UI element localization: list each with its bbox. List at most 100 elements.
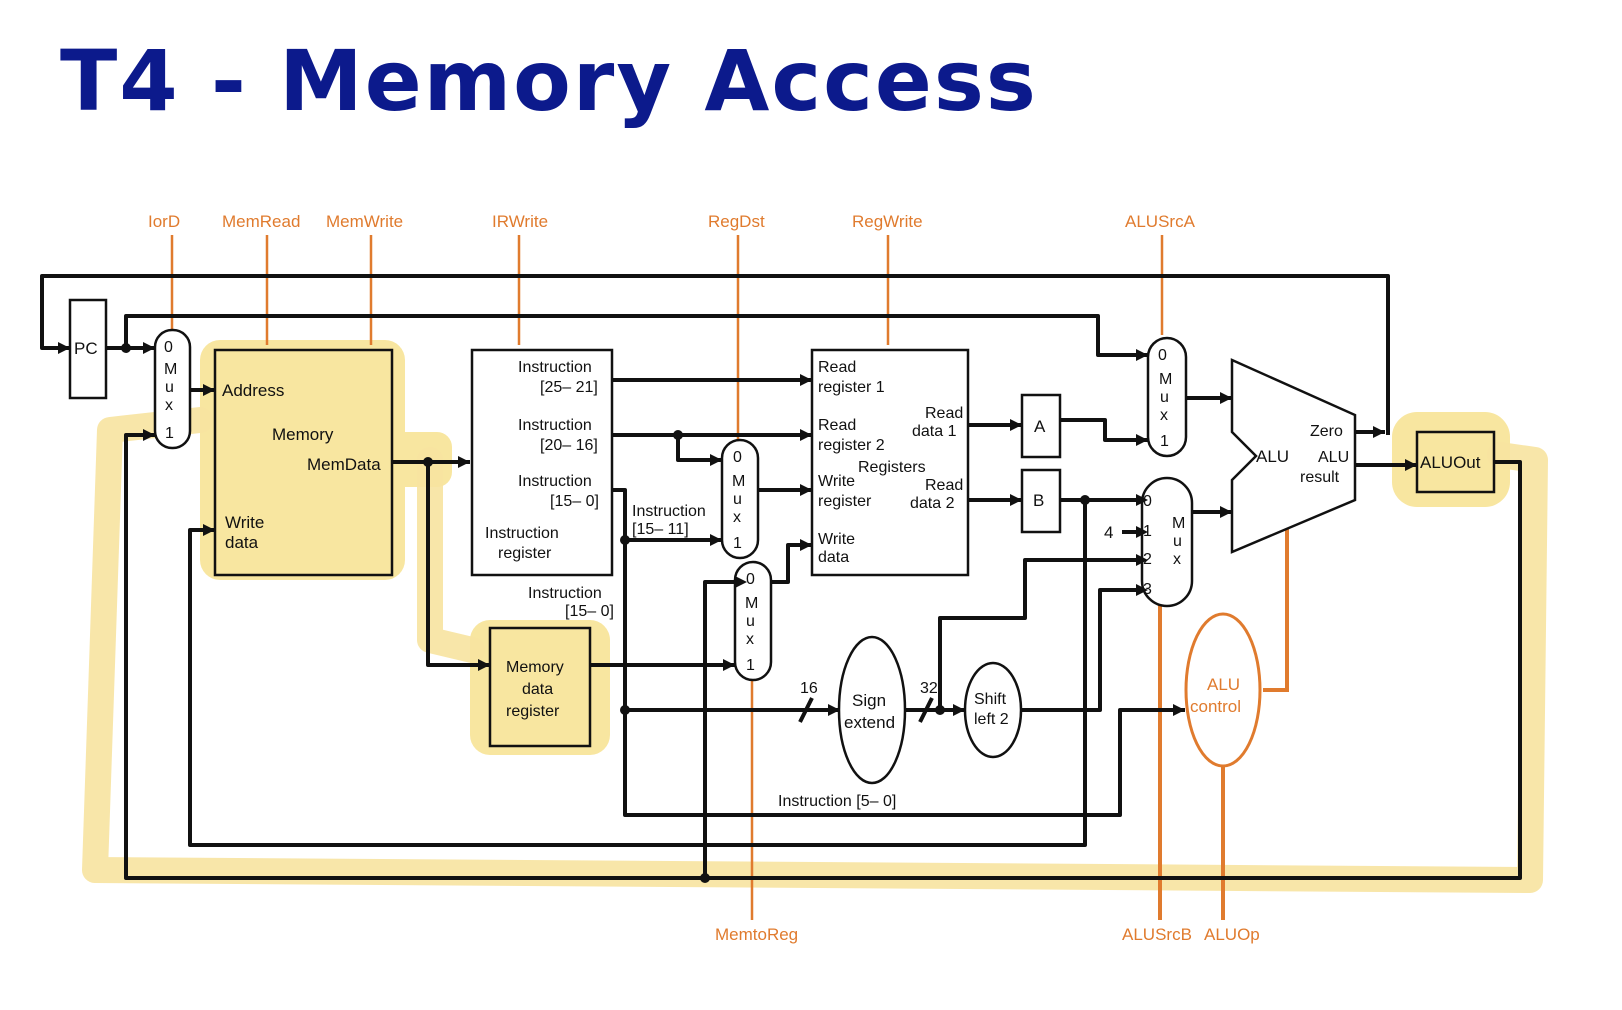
alusrca-label: ALUSrcA xyxy=(1125,212,1196,231)
ir-out2-l1: Instruction xyxy=(518,417,592,434)
irwrite-label: IRWrite xyxy=(492,212,548,231)
rf-rd1-l2: data 1 xyxy=(912,423,957,440)
alusrcb-mux xyxy=(1140,476,1194,608)
memtoreg-label: MemtoReg xyxy=(715,925,798,944)
aluout-label: ALUOut xyxy=(1420,453,1481,472)
regdst-mux-m: M xyxy=(732,473,745,490)
iord-mux-1: 1 xyxy=(165,425,174,442)
rf-rr1-l2: register 1 xyxy=(818,379,885,396)
ir-name-l1: Instruction xyxy=(485,525,559,542)
alusrca-mux-1: 1 xyxy=(1160,433,1169,450)
register-file xyxy=(810,348,970,577)
alu-control-l1: ALU xyxy=(1207,675,1240,694)
alu-control xyxy=(1184,612,1262,768)
regdst-mux xyxy=(720,438,760,560)
alu-result-l1: ALU xyxy=(1318,449,1349,466)
memwrite-label: MemWrite xyxy=(326,212,403,231)
ir-out1-l1: Instruction xyxy=(518,359,592,376)
sign-extend-l1: Sign xyxy=(852,691,886,710)
sign-extend xyxy=(837,635,907,785)
memory-address: Address xyxy=(222,381,284,400)
alusrca-mux xyxy=(1146,336,1188,458)
constant-four: 4 xyxy=(1104,523,1113,542)
rf-title: Registers xyxy=(858,459,926,476)
mdr-highlight xyxy=(470,620,610,755)
alusrcb-mux-u: u xyxy=(1173,533,1182,550)
register-a-label: A xyxy=(1034,417,1046,436)
rf-rr2-l1: Read xyxy=(818,417,856,434)
instr-5-0-label: Instruction [5– 0] xyxy=(778,793,896,810)
iord-mux-u: u xyxy=(165,379,174,396)
rf-rr1-l1: Read xyxy=(818,359,856,376)
aluout-register xyxy=(1415,430,1496,494)
alu-control-l2: control xyxy=(1190,697,1241,716)
rf-wr-l2: register xyxy=(818,493,872,510)
memtoreg-mux-u: u xyxy=(746,613,755,630)
highlight-stroke xyxy=(82,407,1548,893)
memory-write-data: data xyxy=(225,533,259,552)
alusrcb-mux-0: 0 xyxy=(1143,493,1152,510)
ir-1511-l2: [15– 11] xyxy=(632,521,689,538)
ir-out2-l2: [20– 16] xyxy=(540,437,598,454)
alu-result-l2: result xyxy=(1300,469,1340,486)
aluop-label: ALUOp xyxy=(1204,925,1260,944)
alusrcb-mux-3: 3 xyxy=(1143,581,1152,598)
rf-wd-l1: Write xyxy=(818,531,855,548)
bus-width-16: 16 xyxy=(800,680,818,697)
memtoreg-mux-x: x xyxy=(746,631,754,648)
register-b xyxy=(1020,468,1062,534)
memory-data-register xyxy=(488,626,592,748)
alusrcb-mux-2: 2 xyxy=(1143,551,1152,568)
iord-mux-m: M xyxy=(164,361,177,378)
memtoreg-mux xyxy=(733,560,773,682)
shift-left-l1: Shift xyxy=(974,691,1007,708)
iord-mux-0: 0 xyxy=(164,339,173,356)
ir-out3-l2: [15– 0] xyxy=(550,493,599,510)
memory-block xyxy=(213,348,394,577)
alusrca-mux-u: u xyxy=(1160,389,1169,406)
pc-register xyxy=(68,298,108,400)
ir-out1-l2: [25– 21] xyxy=(540,379,598,396)
instruction-register xyxy=(470,348,614,577)
alu-zero: Zero xyxy=(1310,423,1343,440)
highlight-layer xyxy=(82,340,1548,893)
rf-rd2-l1: Read xyxy=(925,477,963,494)
pc-label: PC xyxy=(74,339,98,358)
register-a xyxy=(1020,393,1062,459)
sign-extend-l2: extend xyxy=(844,713,895,732)
regdst-mux-1: 1 xyxy=(733,535,742,552)
memory-highlight xyxy=(200,340,405,580)
memread-label: MemRead xyxy=(222,212,300,231)
alusrca-mux-m: M xyxy=(1159,371,1172,388)
memory-title: Memory xyxy=(272,425,334,444)
regdst-label: RegDst xyxy=(708,212,765,231)
alusrcb-mux-1: 1 xyxy=(1143,523,1152,540)
regdst-mux-0: 0 xyxy=(733,449,742,466)
register-b-label: B xyxy=(1033,491,1044,510)
shift-left-l2: left 2 xyxy=(974,711,1009,728)
iord-mux-x: x xyxy=(165,397,173,414)
ir-out4-l1: Instruction xyxy=(528,585,602,602)
ir-out4-l2: [15– 0] xyxy=(565,603,614,620)
alusrca-mux-0: 0 xyxy=(1158,347,1167,364)
rf-wr-l1: Write xyxy=(818,473,855,490)
highlight-stroke-2 xyxy=(417,447,485,663)
alusrca-mux-x: x xyxy=(1160,407,1168,424)
arrowheads xyxy=(58,342,1417,716)
junction-dots xyxy=(121,343,1090,883)
memtoreg-mux-0: 0 xyxy=(746,571,755,588)
datapath-wires xyxy=(40,274,1522,880)
page-title: T4 - Memory Access xyxy=(60,32,1038,130)
rf-wd-l2: data xyxy=(818,549,849,566)
memtoreg-mux-m: M xyxy=(745,595,758,612)
aluout-highlight xyxy=(1392,412,1510,507)
iord-mux xyxy=(153,328,192,450)
ir-1511-l1: Instruction xyxy=(632,503,706,520)
memtoreg-mux-1: 1 xyxy=(746,657,755,674)
ir-out3-l1: Instruction xyxy=(518,473,592,490)
rf-rd2-l2: data 2 xyxy=(910,495,955,512)
ir-name-l2: register xyxy=(498,545,552,562)
alusrcb-mux-m: M xyxy=(1172,515,1185,532)
mdr-l2: data xyxy=(522,681,553,698)
